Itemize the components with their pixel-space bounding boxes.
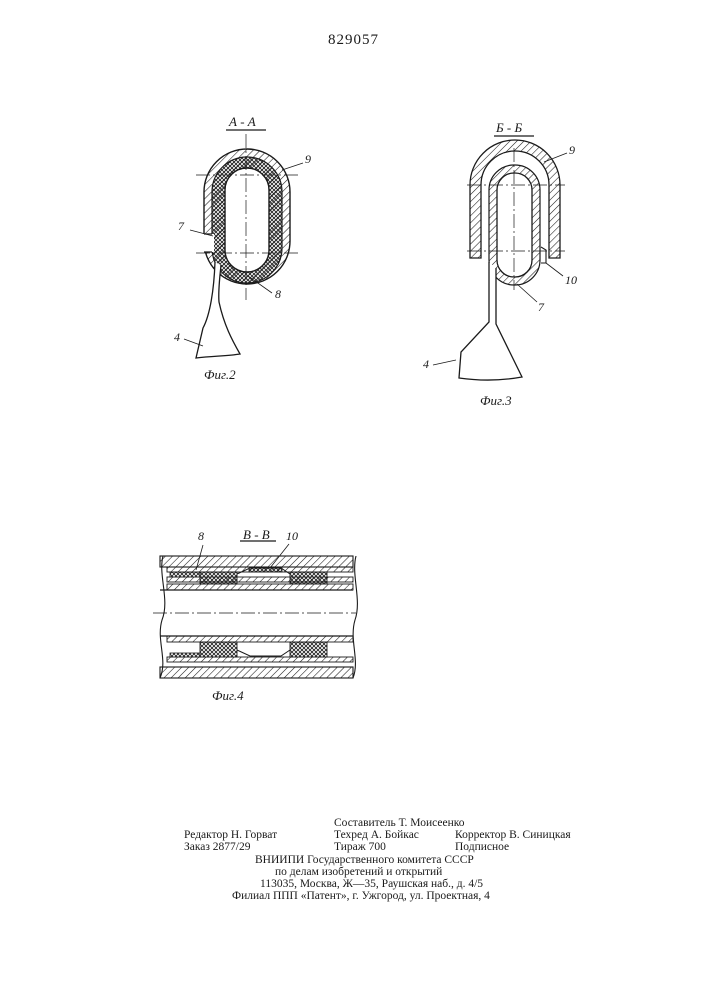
figure-2	[184, 130, 303, 358]
fig3-section-label: Б - Б	[496, 120, 522, 136]
fig2-leader-4: 4	[174, 330, 180, 345]
fig3-caption: Фиг.3	[480, 393, 512, 409]
fig4-leader-8: 8	[198, 529, 204, 544]
figure-3	[433, 136, 567, 380]
fig4-section-label: В - В	[243, 527, 270, 543]
fig3-leader-4: 4	[423, 357, 429, 372]
fig2-section-label: А - А	[229, 114, 256, 130]
footer-circulation: Тираж 700	[334, 841, 386, 854]
fig2-leader-7: 7	[178, 219, 184, 234]
figure-4	[153, 541, 357, 678]
footer-branch: Филиал ППП «Патент», г. Ужгород, ул. Про…	[232, 890, 490, 903]
fig4-caption: Фиг.4	[212, 688, 244, 704]
patent-number: 829057	[0, 32, 707, 49]
fig3-leader-10: 10	[565, 273, 577, 288]
footer-subscription: Подписное	[455, 841, 509, 854]
fig2-leader-9: 9	[305, 152, 311, 167]
fig4-leader-10: 10	[286, 529, 298, 544]
fig2-caption: Фиг.2	[204, 367, 236, 383]
fig3-leader-9: 9	[569, 143, 575, 158]
footer-order: Заказ 2877/29	[184, 841, 251, 854]
fig2-leader-8: 8	[275, 287, 281, 302]
fig3-leader-7: 7	[538, 300, 544, 315]
